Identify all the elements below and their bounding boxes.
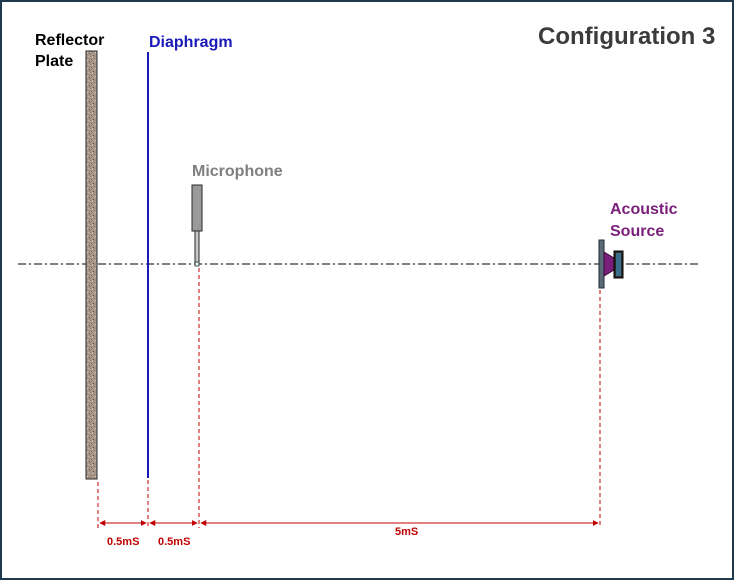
microphone-icon [191, 184, 203, 267]
source-label-line1: Acoustic [610, 201, 678, 218]
source-label-line2: Source [610, 223, 665, 240]
acoustic-source-label: Acoustic Source [610, 199, 678, 243]
speaker-icon [598, 239, 624, 289]
diagram-title: Configuration 3 [538, 23, 716, 50]
reflector-plate [85, 50, 98, 480]
reflector-label-line1: Reflector [35, 32, 105, 49]
diaphragm-label: Diaphragm [149, 34, 233, 51]
reflector-label-line2: Plate [35, 53, 74, 70]
dim-label-reflector-diaphragm: 0.5mS [107, 536, 140, 548]
dim-label-microphone-source: 5mS [395, 526, 419, 538]
reflector-plate-label: Reflector Plate [35, 30, 104, 72]
dim-label-diaphragm-microphone: 0.5mS [158, 536, 191, 548]
microphone-label: Microphone [192, 163, 283, 180]
